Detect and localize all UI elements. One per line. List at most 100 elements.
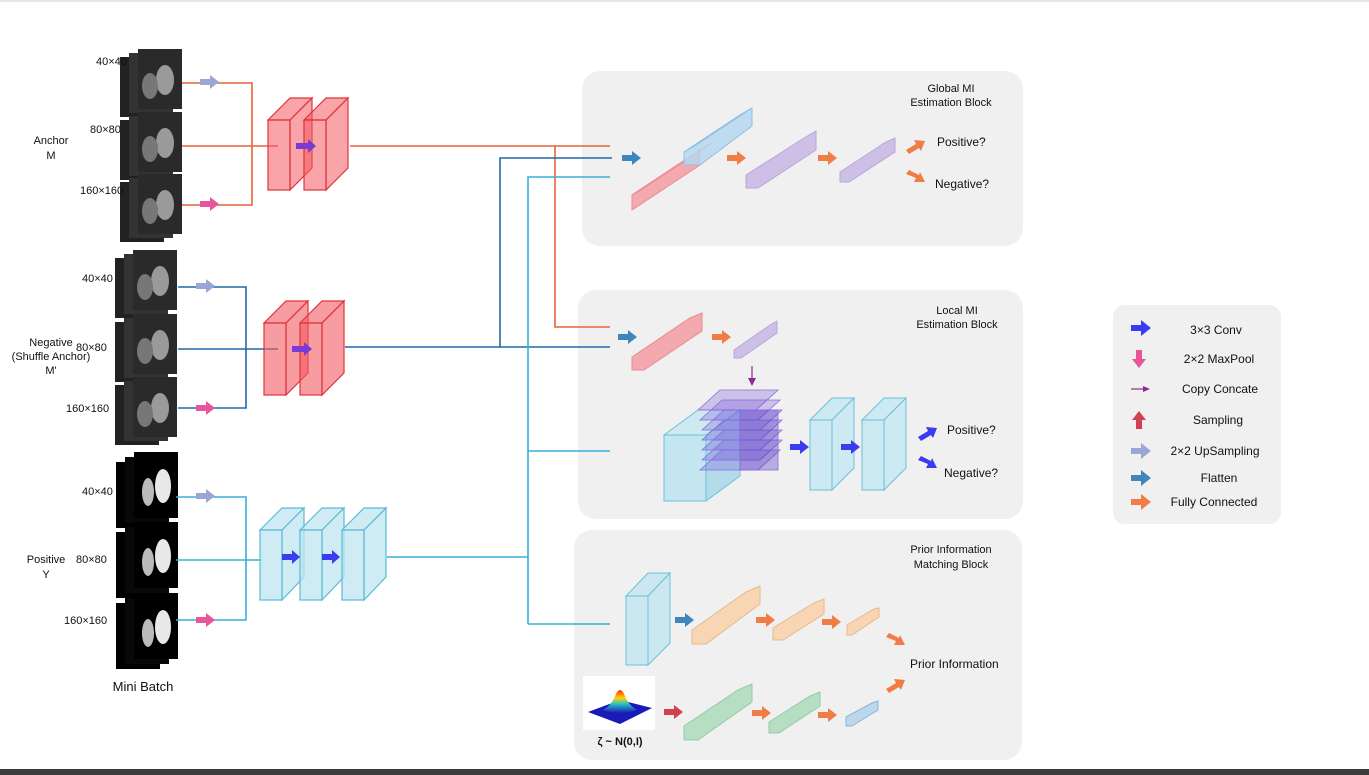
prior-flatten-arrow-icon	[675, 613, 694, 627]
prior-block-subtitle: Matching Block	[914, 559, 989, 571]
local-negative-label: Negative?	[944, 466, 998, 480]
flatten-arrow-icon	[1131, 470, 1151, 486]
prior-fc-2	[772, 598, 825, 641]
local-block-title: Local MI	[936, 305, 978, 317]
prior-noise-fc-1	[683, 683, 753, 741]
legend-panel	[1113, 305, 1281, 524]
anchor-stack-80	[120, 112, 182, 180]
maxpool-arrows	[196, 197, 219, 627]
prior-noise-fc-2	[768, 691, 821, 734]
local-flattened-vector	[631, 312, 703, 371]
negative-symbol: M'	[45, 365, 56, 377]
local-conv-arrow-2	[841, 440, 860, 454]
anchor-scale-40: 40×40	[96, 56, 127, 68]
negative-scale-80: 80×80	[76, 342, 107, 354]
negative-encoder-lines	[178, 157, 612, 409]
global-positive-arrow	[906, 140, 925, 154]
global-positive-label: Positive?	[937, 135, 986, 149]
legend-conv-label: 3×3 Conv	[1190, 323, 1242, 337]
local-positive-label: Positive?	[947, 423, 996, 437]
global-fc-layer-2	[839, 137, 896, 183]
negative-label: Negative	[29, 337, 72, 349]
anchor-conv-arrow-icon	[296, 139, 316, 153]
positive-encoder	[258, 506, 388, 602]
positive-stack-80	[116, 522, 178, 598]
positive-stack-40	[116, 452, 178, 528]
legend: 3×3 Conv 2×2 MaxPool Copy Concate Sampli…	[1131, 320, 1260, 510]
positive-stack-160	[116, 593, 178, 669]
legend-upsampling-label: 2×2 UpSampling	[1170, 444, 1259, 458]
anchor-scale-80: 80×80	[90, 124, 121, 136]
prior-fc-1	[691, 585, 761, 645]
prior-fc-arrow-1	[756, 613, 775, 627]
local-positive-arrow	[918, 427, 937, 441]
positive-scale-160: 160×160	[64, 615, 107, 627]
prior-encoder-block	[624, 571, 672, 667]
negative-conv-arrow-icon	[292, 342, 312, 356]
legend-flatten-label: Flatten	[1201, 471, 1238, 485]
prior-merge-arrow-top	[886, 633, 905, 645]
local-feature-map	[662, 409, 742, 502]
positive-symbol: Y	[42, 569, 50, 581]
prior-block-title: Prior Information	[910, 544, 991, 556]
noise-label: ζ ~ N(0,I)	[597, 736, 642, 748]
positive-encoder-lines	[176, 176, 610, 625]
global-block-title: Global MI	[927, 83, 974, 95]
prior-noise-fc-arrow-1	[752, 706, 771, 720]
legend-fc-label: Fully Connected	[1171, 495, 1258, 509]
copy-concat-arrow-icon	[748, 366, 756, 386]
prior-fc-arrow-2	[822, 615, 841, 629]
maxpool-arrow-icon	[1132, 350, 1146, 368]
anchor-stack-160	[120, 174, 182, 242]
sampling-arrow-icon	[664, 705, 683, 719]
legend-copy-label: Copy Concate	[1182, 382, 1258, 396]
prior-merge-arrow-bottom	[886, 679, 905, 693]
prior-noise-fc-3	[845, 700, 879, 727]
local-fc-arrow	[712, 330, 731, 344]
prior-output-label: Prior Information	[910, 657, 999, 671]
global-negative-arrow	[906, 170, 925, 182]
fc-arrow-icon	[1131, 494, 1151, 510]
anchor-symbol: M	[46, 150, 55, 162]
negative-stack-40	[115, 250, 177, 318]
legend-sampling-icon	[1132, 411, 1146, 429]
local-conv-arrow-1	[790, 440, 809, 454]
upsampling-arrow-icon	[1131, 443, 1151, 459]
local-flatten-arrow-icon	[618, 330, 637, 344]
legend-maxpool-label: 2×2 MaxPool	[1184, 352, 1254, 366]
global-block-subtitle: Estimation Block	[910, 97, 992, 109]
copy-concat-legend-icon	[1131, 386, 1150, 392]
local-fc-layer	[733, 320, 778, 359]
prior-noise-fc-arrow-2	[818, 708, 837, 722]
legend-sampling-label: Sampling	[1193, 413, 1243, 427]
global-fc-layer-1	[745, 130, 817, 189]
global-fc-arrow-1	[727, 151, 746, 165]
positive-scale-80: 80×80	[76, 554, 107, 566]
anchor-stack-40	[120, 49, 182, 117]
negative-scale-40: 40×40	[82, 273, 113, 285]
local-conv-block-2	[860, 396, 908, 492]
negative-encoder	[262, 299, 346, 397]
global-negative-label: Negative?	[935, 177, 989, 191]
global-fc-arrow-2	[818, 151, 837, 165]
global-flatten-arrow-icon	[622, 151, 641, 165]
bottom-bar	[0, 769, 1369, 775]
positive-scale-40: 40×40	[82, 486, 113, 498]
anchor-label: Anchor	[34, 135, 69, 147]
negative-sublabel: (Shuffle Anchor)	[12, 351, 91, 363]
local-concat-stack	[696, 389, 784, 471]
anchor-encoder	[266, 96, 350, 192]
negative-scale-160: 160×160	[66, 403, 109, 415]
prior-panel	[574, 530, 1022, 760]
negative-stack-160	[115, 377, 177, 445]
gaussian-noise-plot	[583, 676, 655, 730]
positive-conv-arrows	[282, 550, 340, 564]
global-flattened-vectors	[631, 107, 753, 211]
prior-fc-3	[846, 607, 880, 636]
positive-label: Positive	[27, 554, 66, 566]
upsampling-arrows	[196, 75, 219, 503]
anchor-scale-160: 160×160	[80, 185, 123, 197]
local-block-subtitle: Estimation Block	[916, 319, 998, 331]
negative-stack-80	[115, 314, 177, 382]
